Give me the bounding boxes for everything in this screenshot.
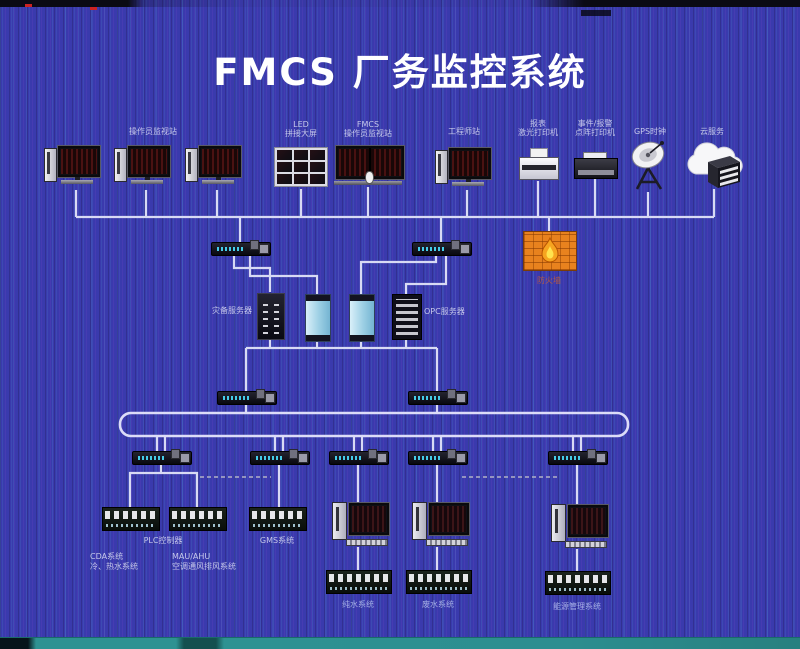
top-bar-red-mark <box>90 7 97 10</box>
laser-printer-icon <box>519 148 559 180</box>
pc-tower-icon <box>435 150 448 184</box>
server-tower-icon <box>305 294 331 342</box>
plc-rack-icon <box>169 507 227 531</box>
monitor-icon <box>349 503 389 535</box>
workstation-icon <box>114 146 170 190</box>
workstation-icon <box>185 146 241 190</box>
bottom-bar <box>0 637 800 649</box>
distribution-switch-icon <box>217 389 277 405</box>
gms-rack-icon <box>249 507 307 531</box>
firewall-icon <box>523 231 577 271</box>
fmcs-station-label-1: FMCS <box>356 120 380 129</box>
field-switch-icon <box>408 449 468 465</box>
printer-body <box>519 157 559 180</box>
gms-system-label: GMS系统 <box>259 536 295 545</box>
mouse-icon <box>365 171 374 184</box>
backup-server-icon <box>257 293 285 340</box>
video-wall-icon <box>274 147 328 187</box>
top-bar-red-mark <box>25 4 32 7</box>
keyboard-icon <box>202 180 234 184</box>
pc-tower-icon <box>412 502 427 540</box>
distribution-switch-icon <box>408 389 468 405</box>
printer-body <box>574 158 618 179</box>
pc-tower-icon <box>114 148 127 182</box>
page-title: FMCS 厂务监控系统 <box>213 51 587 94</box>
pc-tower-icon <box>185 148 198 182</box>
engineer-workstation-icon <box>435 148 491 192</box>
pc-tower-icon <box>551 504 566 542</box>
monitor-icon <box>568 505 608 537</box>
pc-tower-icon <box>332 502 347 540</box>
monitor-icon <box>58 146 100 182</box>
opc-server-icon <box>392 294 422 340</box>
pure-water-label: 纯水系统 <box>342 600 374 609</box>
dot-matrix-printer-label-1: 事件/报警 <box>577 119 613 128</box>
field-switch-icon <box>548 449 608 465</box>
field-switch-icon <box>250 449 310 465</box>
keyboard-icon <box>452 182 484 186</box>
waste-water-label: 废水系统 <box>422 600 454 609</box>
fmcs-station-label-2: 操作员监视站 <box>344 129 392 138</box>
laser-printer-label-1: 报表 <box>530 119 546 128</box>
engineer-station-label: 工程师站 <box>448 127 480 136</box>
plc-rack-icon <box>102 507 160 531</box>
server-tower-icon <box>349 294 375 342</box>
plc-rack-icon <box>326 570 392 594</box>
ring-network-bus <box>118 411 630 438</box>
video-wall-label-1: LED <box>293 120 309 129</box>
mau-ahu-label: MAU/AHU 空调通风排风系统 <box>172 552 236 571</box>
operator-stations-label: 操作员监视站 <box>129 127 177 136</box>
cda-system-label: CDA系统 冷、热水系统 <box>90 552 138 571</box>
dot-matrix-printer-label-2: 点阵打印机 <box>575 128 615 137</box>
firewall-label: 防火墙 <box>537 276 561 285</box>
core-switch-icon <box>211 240 271 256</box>
gps-antenna-icon <box>631 141 665 190</box>
scada-pc-icon <box>332 502 389 546</box>
pc-tower-icon <box>44 148 57 182</box>
plc-rack-icon <box>545 571 611 595</box>
monitor-icon <box>449 148 491 184</box>
plc-controller-label: PLC控制器 <box>143 536 183 545</box>
top-bar-dark-mark <box>581 10 611 16</box>
field-switch-icon <box>329 449 389 465</box>
laser-printer-label-2: 激光打印机 <box>518 128 558 137</box>
backup-server-label: 灾备服务器 <box>212 306 252 315</box>
opc-server-label: OPC服务器 <box>424 307 465 316</box>
monitor-icon <box>429 503 469 535</box>
cloud-server-icon <box>687 142 743 188</box>
flame-icon <box>541 236 559 263</box>
keyboard-icon <box>346 539 388 546</box>
field-switch-icon <box>132 449 192 465</box>
core-switch-icon <box>412 240 472 256</box>
monitor-icon <box>128 146 170 182</box>
keyboard-icon <box>565 541 607 548</box>
energy-management-label: 能源管理系统 <box>553 602 601 611</box>
keyboard-icon <box>61 180 93 184</box>
keyboard-icon <box>131 180 163 184</box>
fmcs-operator-station-icon <box>334 146 404 190</box>
monitor-icon <box>199 146 241 182</box>
gps-clock-label: GPS时钟 <box>633 127 667 136</box>
video-wall-label-2: 拼接大屏 <box>285 129 317 138</box>
workstation-icon <box>44 146 100 190</box>
top-bar <box>0 0 800 7</box>
cloud-service-label: 云服务 <box>700 127 724 136</box>
keyboard-icon <box>426 539 468 546</box>
dot-matrix-printer-icon <box>574 152 618 179</box>
plc-rack-icon <box>406 570 472 594</box>
scada-pc-icon <box>551 504 608 548</box>
scada-pc-icon <box>412 502 469 546</box>
